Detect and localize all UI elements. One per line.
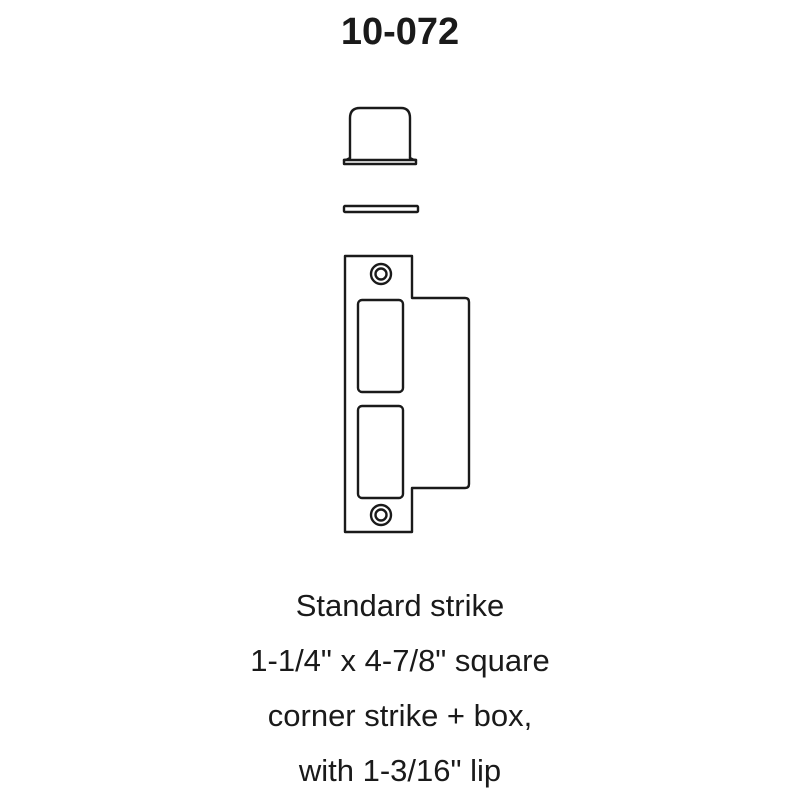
caption-line: with 1-3/16" lip [298,753,502,788]
strike-box [342,106,418,166]
box-flange [342,204,420,214]
caption-line: Standard strike [295,588,505,623]
upper-latch-opening [356,298,405,394]
description-caption: Standard strike 1-1/4" x 4-7/8" square c… [0,578,800,798]
caption-line: corner strike + box, [267,698,533,733]
top-screw-hole [369,262,393,286]
part-number-title: 10-072 [340,11,460,53]
caption-line: 1-1/4" x 4-7/8" square [250,643,550,678]
strike-plate [343,254,471,534]
bottom-screw-hole [369,503,393,527]
lower-latch-opening [356,404,405,500]
